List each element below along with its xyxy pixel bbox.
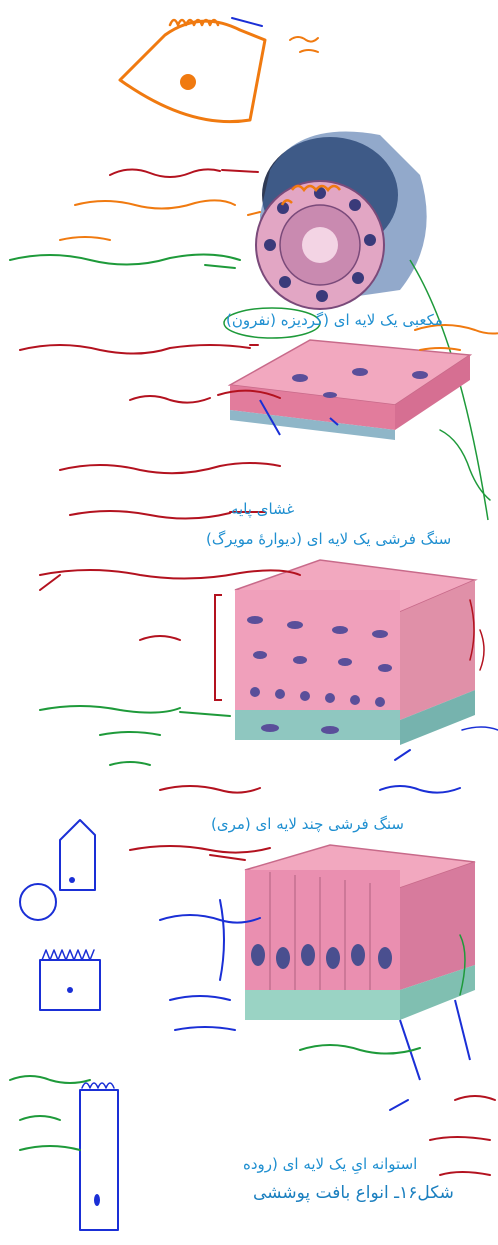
label-simple-columnar: استوانه ایِ یک لایه ای (روده [243, 1155, 417, 1173]
columnar-illustration [245, 845, 475, 1080]
label-stratified-squamous: سنگ فرشی چند لایه ای (مری) [211, 815, 404, 833]
label-basement-membrane: غشای پایه [231, 500, 294, 518]
sketch-ciliated-cell [120, 18, 318, 122]
label-simple-squamous: سنگ فرشی یک لایه ای (دیوارهٔ مویرگ) [206, 530, 451, 548]
label-simple-cuboidal: مکعبی یک لایه ای (گردیزه (نفرون) [226, 311, 443, 329]
figure-caption: شکل۱۶ـ انواع بافت پوششی [253, 1183, 454, 1203]
squamous-simple-illustration [230, 340, 470, 440]
stratified-squamous-illustration [215, 560, 475, 745]
